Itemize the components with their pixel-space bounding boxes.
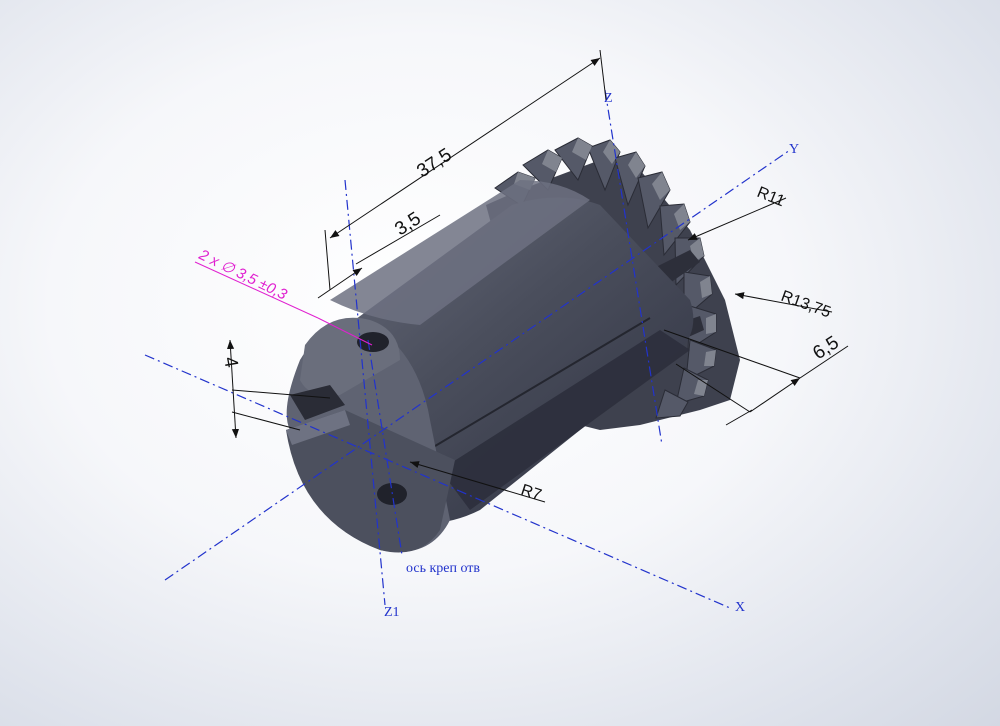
dim-radius-shaft[interactable]: R7	[519, 482, 544, 505]
dim-radius-tip[interactable]: R13,75	[779, 288, 833, 322]
hole-axis-annotation[interactable]: ось креп отв	[406, 561, 480, 576]
axis-hole-line	[367, 339, 403, 556]
shaft-end-face	[286, 317, 455, 553]
dim-hole-offset[interactable]: 3,5	[391, 208, 425, 240]
construction-axes	[144, 89, 791, 609]
dim-tooth-width[interactable]: 6,5	[809, 332, 843, 364]
axis-z-label: Z	[604, 91, 613, 106]
dim-radius-root[interactable]: R11	[755, 184, 788, 210]
axis-y-line	[164, 149, 791, 581]
axis-z1-label: Z1	[384, 605, 400, 620]
dim-length-total[interactable]: 37,5	[413, 144, 455, 182]
axis-z1-line	[344, 179, 386, 606]
axis-y-label: Y	[789, 142, 799, 157]
dim-slot-width[interactable]: 4	[219, 355, 242, 369]
axis-x-line	[144, 354, 731, 609]
hole-note[interactable]: 2 x ∅ 3,5 ±0,3	[195, 246, 290, 304]
hole-callout	[194, 261, 373, 346]
dimensions	[226, 49, 849, 503]
hole-upper	[357, 332, 389, 352]
axis-x-label: X	[735, 600, 745, 615]
